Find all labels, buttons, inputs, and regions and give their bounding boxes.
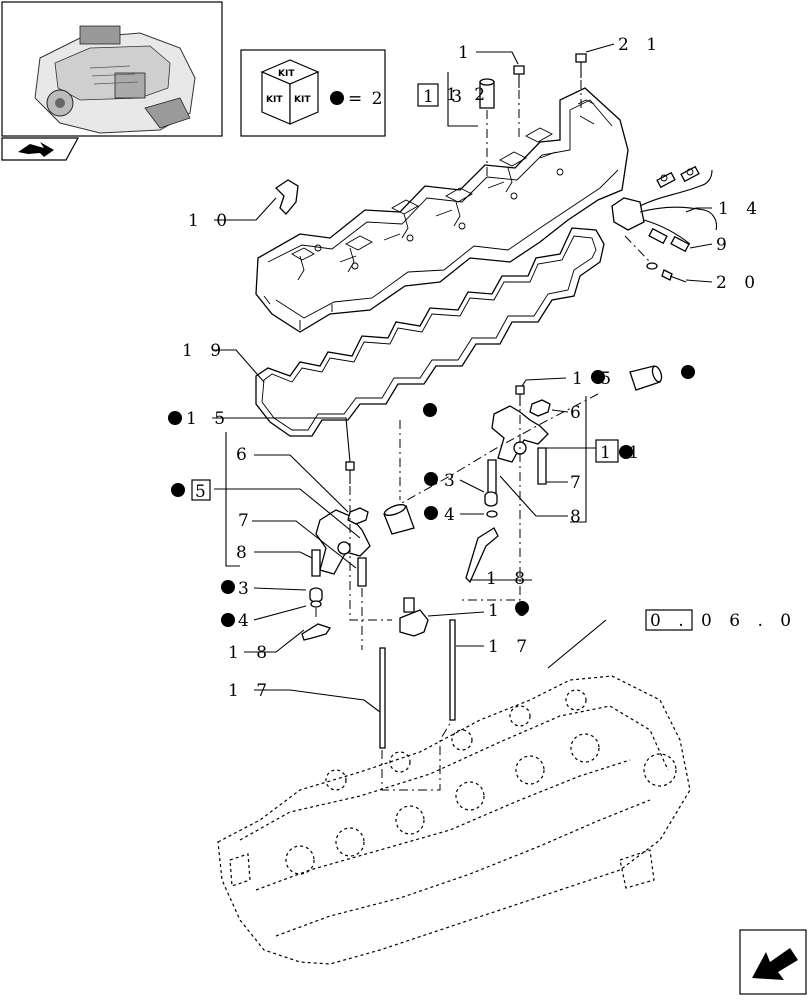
- kit-legend: KIT KIT KIT = 2: [240, 49, 386, 137]
- callout-box-11: [595, 439, 619, 463]
- pivot-sleeve-left[interactable]: [383, 502, 415, 535]
- callout-8-left[interactable]: 8: [236, 543, 253, 563]
- kit-label-top: KIT: [278, 69, 295, 79]
- engine-thumbnail[interactable]: [1, 1, 223, 137]
- callout-17-left[interactable]: 1 7: [228, 681, 273, 701]
- kit-bullet-icon: [330, 91, 344, 105]
- callout-8-right[interactable]: 8: [570, 507, 587, 527]
- kit-bullets: [168, 365, 695, 627]
- callout-1[interactable]: 1: [458, 43, 475, 63]
- crossheads[interactable]: [301, 527, 499, 641]
- callout-box-13: [417, 83, 439, 107]
- injector-clamp[interactable]: [399, 597, 429, 637]
- callout-box-5: [191, 479, 211, 501]
- callout-4-right[interactable]: 4: [444, 505, 461, 525]
- assembly-lines: [315, 80, 651, 791]
- callout-12[interactable]: 1 2: [446, 85, 491, 105]
- rocker-cover-gasket[interactable]: [255, 227, 605, 437]
- rocker-cover[interactable]: [255, 87, 629, 333]
- callout-20[interactable]: 2 0: [716, 273, 761, 293]
- valve-caps[interactable]: [309, 491, 498, 608]
- group-brackets: [225, 72, 587, 567]
- callout-5[interactable]: 5: [195, 482, 212, 502]
- callout-3-left[interactable]: 3: [238, 579, 255, 599]
- callout-19[interactable]: 1 9: [182, 341, 227, 361]
- callout-14[interactable]: 1 4: [718, 199, 763, 219]
- wiring-harness[interactable]: [611, 165, 718, 253]
- nav-back-arrow-icon[interactable]: [1, 137, 80, 161]
- callout-7-left[interactable]: 7: [238, 511, 255, 531]
- callout-16[interactable]: 1 6: [488, 601, 533, 621]
- nav-next-arrow-icon[interactable]: [739, 929, 807, 995]
- callout-13[interactable]: 1 3: [423, 87, 468, 107]
- callout-9[interactable]: 9: [716, 235, 733, 255]
- callout-18-left[interactable]: 1 8: [228, 643, 273, 663]
- callout-18-right[interactable]: 1 8: [486, 569, 531, 589]
- callout-6-right[interactable]: 6: [570, 403, 587, 423]
- callout-11[interactable]: 1 1: [600, 443, 645, 463]
- harness-bolts[interactable]: [646, 262, 687, 283]
- push-rods[interactable]: [379, 619, 456, 749]
- callout-6-left[interactable]: 6: [236, 445, 253, 465]
- callout-15-left[interactable]: 1 5: [186, 409, 231, 429]
- kit-equals-text: = 2: [348, 89, 384, 109]
- rocker-arm-right[interactable]: [487, 385, 551, 495]
- kit-label-right: KIT: [294, 95, 311, 105]
- callout-3-right[interactable]: 3: [444, 471, 461, 491]
- callout-17-right[interactable]: 1 7: [488, 637, 533, 657]
- callout-15-right[interactable]: 1 5: [572, 369, 617, 389]
- callout-4-left[interactable]: 4: [238, 611, 255, 631]
- pivot-sleeve-right[interactable]: [629, 365, 663, 391]
- callout-7-right[interactable]: 7: [570, 473, 587, 493]
- callout-21[interactable]: 2 1: [618, 35, 663, 55]
- callout-box-ref: [645, 609, 693, 631]
- top-fasteners[interactable]: [479, 53, 587, 109]
- leader-lines: [212, 43, 713, 713]
- harness-clip[interactable]: [274, 179, 299, 215]
- kit-cube-icon: KIT KIT KIT: [260, 59, 320, 125]
- callout-ref-0060[interactable]: 0 . 0 6 . 0: [650, 611, 797, 631]
- kit-label-left: KIT: [266, 95, 283, 105]
- callout-10[interactable]: 1 0: [188, 211, 233, 231]
- cylinder-head[interactable]: [217, 675, 691, 965]
- rocker-arm-left[interactable]: [311, 461, 371, 587]
